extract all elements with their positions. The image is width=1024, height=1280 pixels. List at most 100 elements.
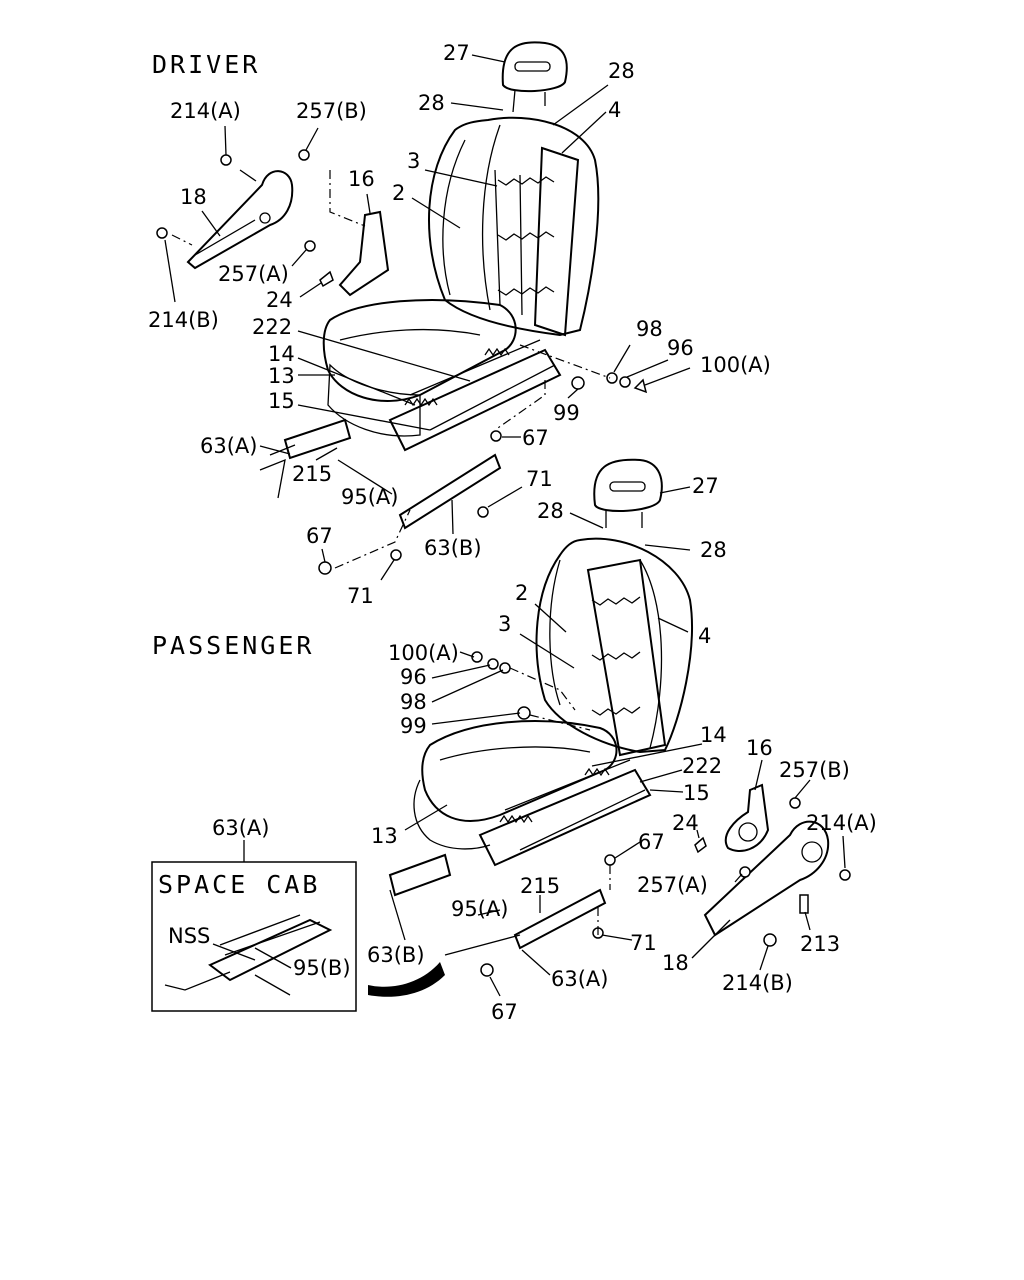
callout-label: 4 (608, 98, 621, 122)
callout-label: 257(A) (637, 873, 708, 897)
callout-label: 13 (371, 824, 398, 848)
passenger-callouts: 27 28 28 2 3 4 100(A) 96 98 99 14 16 257… (212, 474, 877, 1024)
callout-label: 28 (700, 538, 727, 562)
callout-label: 28 (608, 59, 635, 83)
driver-heading: DRIVER (152, 50, 260, 79)
passenger-bolt-67b (480, 963, 494, 977)
driver-seat-back (427, 116, 600, 337)
driver-pin-24 (319, 270, 334, 288)
callout-label: 96 (667, 336, 694, 360)
driver-recliner-cover (186, 170, 294, 270)
passenger-bolt-257a (739, 866, 751, 878)
leader-lines (164, 54, 846, 997)
driver-bolt-214b (156, 227, 168, 239)
passenger-clip-213 (799, 894, 809, 914)
callout-label: 95(A) (341, 485, 398, 509)
callout-label: 257(B) (779, 758, 850, 782)
passenger-bolt-214b (763, 933, 777, 947)
callout-label: 71 (526, 467, 553, 491)
callout-label: 100(A) (700, 353, 771, 377)
callout-label: 27 (692, 474, 719, 498)
space-cab-box (151, 861, 357, 1012)
space-cab-inset (151, 861, 445, 1012)
driver-seat-cushion (322, 299, 517, 402)
passenger-headrest (593, 458, 663, 512)
callout-label: 63(A) (212, 816, 269, 840)
callout-label: 13 (268, 364, 295, 388)
callout-label: 14 (268, 342, 295, 366)
passenger-back-frame (586, 558, 667, 757)
passenger-cushion-pan (478, 768, 652, 867)
callout-label: 15 (683, 781, 710, 805)
space-cab-arrow (368, 962, 445, 997)
passenger-bolt-67a (604, 854, 616, 866)
callout-label: NSS (168, 924, 210, 948)
callout-label: 18 (662, 951, 689, 975)
passenger-rail-right (513, 888, 607, 950)
passenger-recliner-cover (703, 820, 830, 937)
passenger-bolt-257b (789, 797, 801, 809)
callout-label: 3 (407, 149, 420, 173)
passenger-recliner-lever (724, 783, 770, 852)
callout-label: 98 (636, 317, 663, 341)
callout-label: 214(B) (148, 308, 219, 332)
callout-label: 24 (672, 811, 699, 835)
callout-label: 214(A) (170, 99, 241, 123)
callout-label: 213 (800, 932, 840, 956)
callout-label: 28 (418, 91, 445, 115)
callout-label: 63(A) (551, 967, 608, 991)
callout-label: 67 (522, 426, 549, 450)
callout-label: 15 (268, 389, 295, 413)
driver-bolt-71b (390, 549, 402, 561)
passenger-rail-left (388, 853, 452, 897)
callout-label: 98 (400, 690, 427, 714)
driver-washer-98 (606, 372, 618, 384)
callout-label: 18 (180, 185, 207, 209)
callout-label: 95(A) (451, 897, 508, 921)
space-cab-heading: SPACE CAB (158, 870, 320, 899)
callout-label: 2 (392, 181, 405, 205)
callout-label: 16 (746, 736, 773, 760)
callout-label: 96 (400, 665, 427, 689)
driver-rail-left (283, 418, 352, 460)
driver-bolt-257b (298, 149, 310, 161)
callout-label: 16 (348, 167, 375, 191)
passenger-seat-assembly (388, 458, 851, 977)
passenger-pin-24 (694, 836, 707, 854)
driver-bolt-67a (490, 430, 502, 442)
callout-label: 222 (252, 315, 292, 339)
passenger-seat-back (535, 537, 693, 754)
callout-label: 215 (292, 462, 332, 486)
callout-label: 215 (520, 874, 560, 898)
callout-label: 257(A) (218, 262, 289, 286)
callout-label: 99 (400, 714, 427, 738)
callout-label: 4 (698, 624, 711, 648)
driver-headrest (501, 41, 568, 93)
callout-label: 99 (553, 401, 580, 425)
driver-bolt-99 (571, 376, 585, 390)
driver-recliner-lever (338, 210, 390, 297)
callout-label: 67 (638, 830, 665, 854)
callout-label: 71 (630, 931, 657, 955)
callout-label: 24 (266, 288, 293, 312)
driver-callouts: 27 28 28 4 3 2 214(A) 257(B) 16 18 257(A… (148, 41, 771, 608)
callout-label: 71 (347, 584, 374, 608)
callout-label: 214(A) (806, 811, 877, 835)
callout-label: 222 (682, 754, 722, 778)
passenger-washer-98 (499, 662, 511, 674)
driver-cap-100a (633, 378, 648, 394)
driver-nut-96 (619, 376, 631, 388)
driver-bolt-67b (318, 561, 332, 575)
driver-cushion-pan (388, 348, 562, 452)
callout-label: 3 (498, 612, 511, 636)
callout-label: 27 (443, 41, 470, 65)
passenger-bolt-214a (839, 869, 851, 881)
callout-label: 100(A) (388, 641, 459, 665)
passenger-seat-cushion (421, 720, 618, 822)
driver-bolt-257a (304, 240, 316, 252)
callout-label: 67 (491, 1000, 518, 1024)
callout-label: 214(B) (722, 971, 793, 995)
driver-seat-assembly (156, 41, 648, 575)
callout-label: 67 (306, 524, 333, 548)
